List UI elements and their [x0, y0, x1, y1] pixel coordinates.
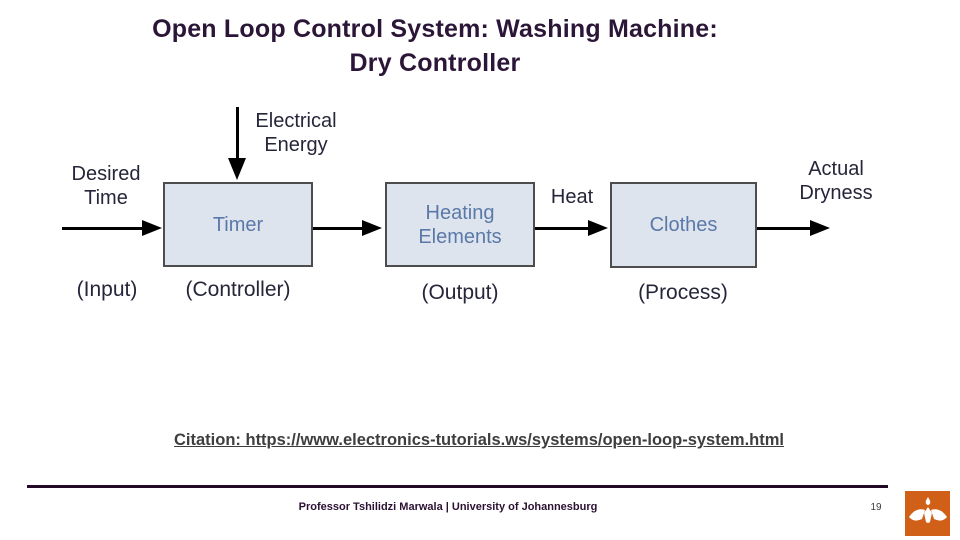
controller-sublabel: (Controller) — [185, 278, 291, 301]
heating-to-clothes-arrow-head-icon — [588, 220, 608, 236]
input-arrow-line — [62, 227, 144, 230]
actual-dryness-label: Actual Dryness — [799, 158, 873, 204]
timer-to-heating-arrow-head-icon — [362, 220, 382, 236]
footer-credit: Professor Tshilidzi Marwala | University… — [298, 501, 598, 513]
process-sublabel: (Process) — [638, 281, 728, 304]
heat-label: Heat — [550, 186, 594, 208]
output-arrow-line — [756, 227, 812, 230]
page-number: 19 — [870, 502, 882, 513]
desired-time-label: Desired Time — [71, 163, 141, 209]
slide-title: Open Loop Control System: Washing Machin… — [0, 13, 870, 81]
timer-to-heating-arrow-line — [310, 227, 364, 230]
input-sublabel: (Input) — [76, 278, 138, 301]
clothes-block: Clothes — [610, 182, 757, 268]
citation-link[interactable]: Citation: https://www.electronics-tutori… — [174, 431, 784, 449]
input-arrow-head-icon — [142, 220, 162, 236]
timer-block-label: Timer — [212, 213, 264, 236]
title-line-2: Dry Controller — [349, 48, 521, 77]
timer-block: Timer — [163, 182, 313, 267]
uj-logo — [905, 491, 950, 536]
title-line-1: Open Loop Control System: Washing Machin… — [152, 15, 718, 43]
heating-to-clothes-arrow-line — [535, 227, 590, 230]
output-sublabel: (Output) — [421, 281, 499, 304]
uj-emblem-icon — [908, 496, 947, 523]
footer-divider — [27, 485, 888, 488]
heating-elements-block: Heating Elements — [385, 182, 535, 267]
electrical-energy-arrow-head-icon — [228, 158, 246, 180]
electrical-energy-label: Electrical Energy — [255, 110, 337, 156]
output-arrow-head-icon — [810, 220, 830, 236]
heating-elements-block-label: Heating Elements — [418, 201, 502, 248]
clothes-block-label: Clothes — [649, 214, 718, 236]
electrical-energy-arrow-line — [236, 107, 239, 160]
